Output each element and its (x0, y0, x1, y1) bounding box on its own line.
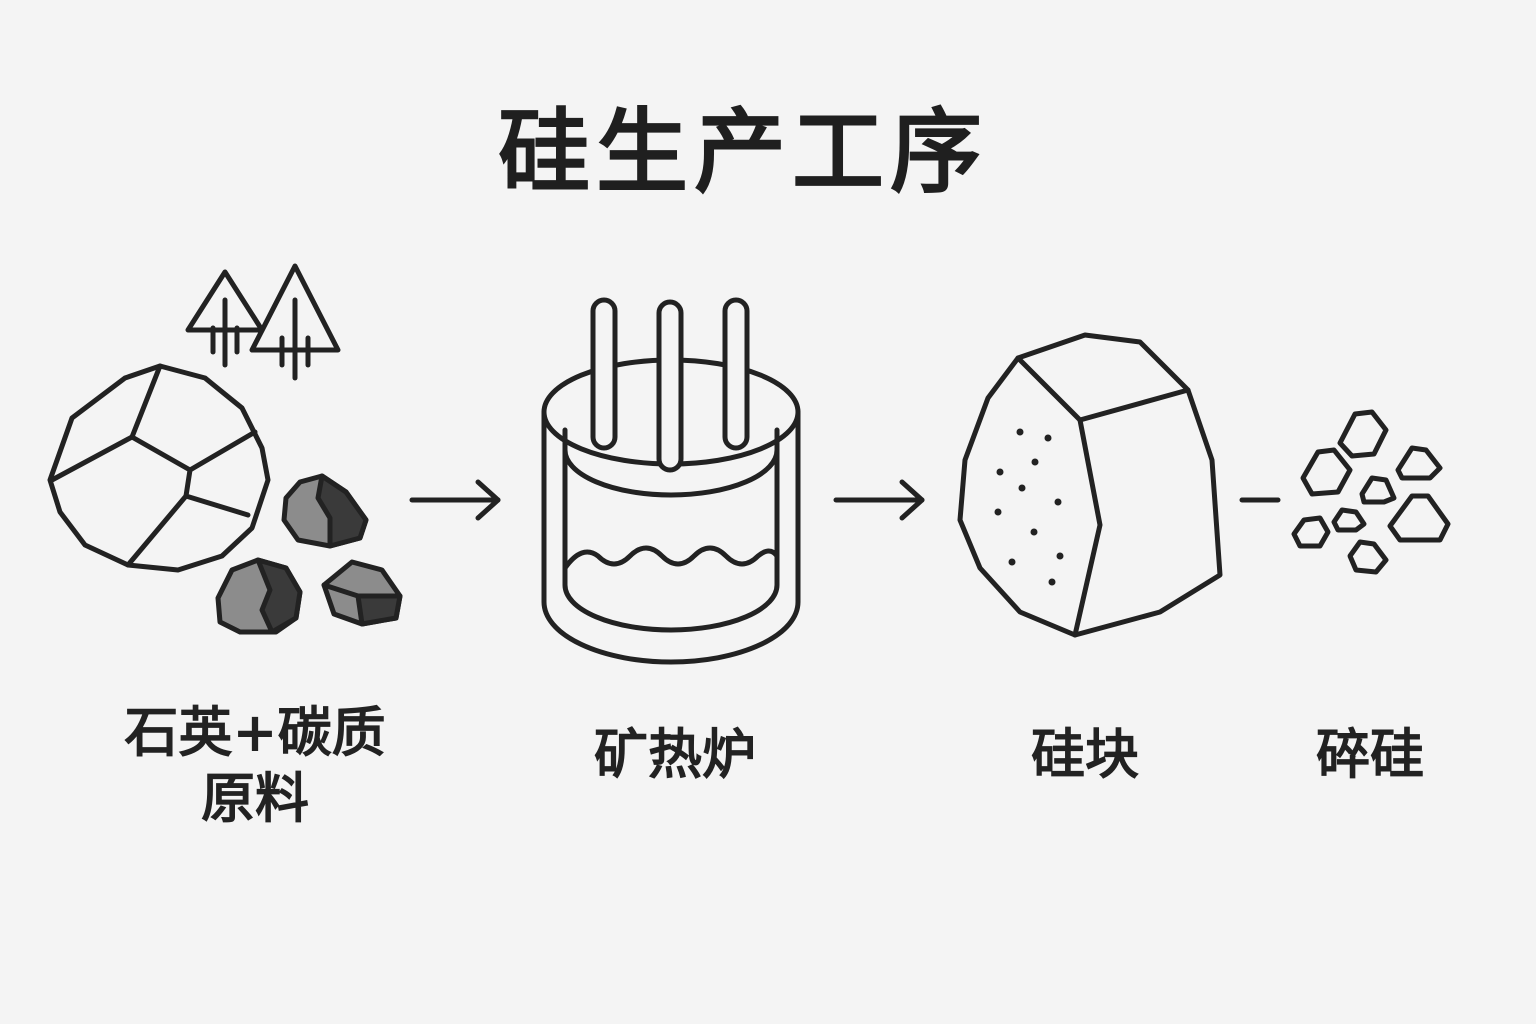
step-label-raw-materials-line2: 原料 (201, 767, 309, 830)
carbon-chunk-icon (215, 557, 303, 635)
silicon-block-icon (957, 332, 1223, 638)
electrode-icon (590, 297, 750, 473)
tree-icon (185, 269, 265, 368)
step-label-raw-materials-line1: 石英+碳质 (124, 701, 386, 764)
silicon-fragments-icon (1291, 409, 1451, 575)
page-title: 硅生产工序 (497, 99, 988, 206)
arrow-icon (833, 479, 925, 521)
step-label-silicon-block: 硅块 (1031, 723, 1139, 786)
quartz-rock-icon (47, 363, 271, 573)
step-label-raw-materials: 石英+碳质 原料 (90, 700, 420, 832)
silicon-block-texture (994, 428, 1064, 586)
step-label-crushed-silicon: 碎硅 (1316, 723, 1424, 786)
carbon-chunk-icon (321, 559, 403, 627)
arrow-icon (409, 479, 501, 521)
carbon-chunk-icon (281, 473, 369, 549)
tree-icon (249, 263, 341, 381)
step-label-furnace: 矿热炉 (594, 723, 756, 786)
